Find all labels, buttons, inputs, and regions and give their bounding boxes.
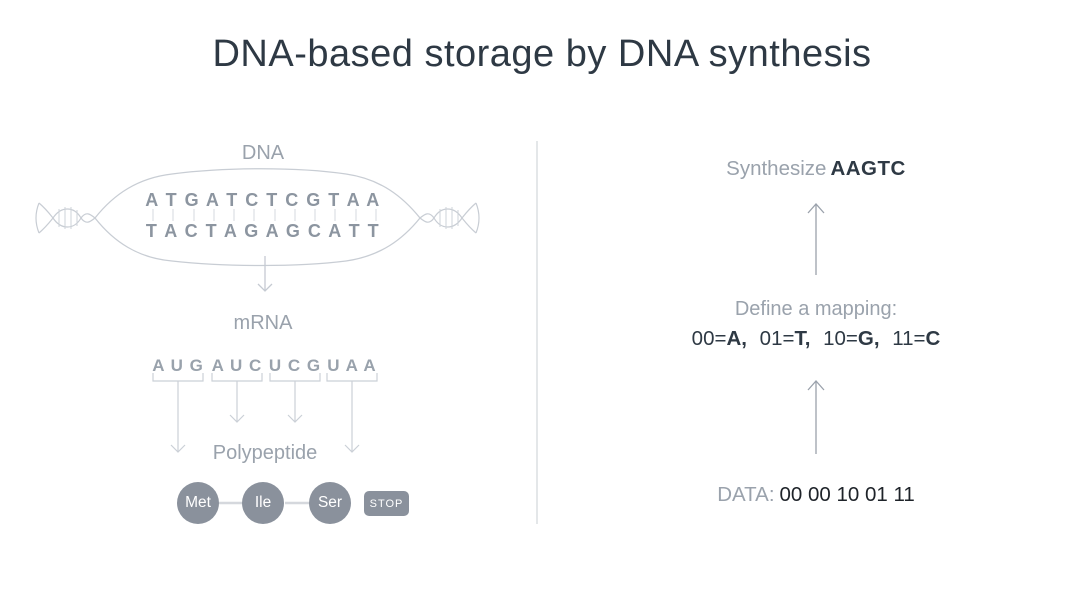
codon-aug: A U G [152, 356, 204, 375]
mrna-label: mRNA [233, 312, 293, 334]
dna-helix-right-icon [419, 202, 480, 234]
encode-arrow [807, 380, 825, 454]
mapping-title: Define a mapping: [734, 298, 898, 320]
stop-codon-badge: STOP [364, 491, 409, 516]
dna-strand-bottom: T A C T A G A G C A T T [145, 221, 381, 241]
codon-ucg: U C G [268, 356, 322, 375]
mapping-pair: 01=T, [759, 327, 811, 350]
residue-ser: Ser [309, 482, 351, 524]
dna-label: DNA [241, 142, 285, 164]
data-line: DATA:00 00 10 01 11 [717, 483, 915, 507]
dna-to-mrna-arrow [257, 256, 273, 292]
dna-strand-top: A T G A T C T C G T A A [145, 190, 381, 210]
mapping-pair: 00=A, [691, 327, 747, 350]
polypeptide-label: Polypeptide [212, 442, 318, 464]
residue-met: Met [177, 482, 219, 524]
dna-helix-left-icon [35, 202, 96, 234]
mapping-line: 00=A, 01=T, 10=G, 11=C [692, 327, 941, 351]
codon-auc: A U C [211, 356, 263, 375]
mapping-pair: 10=G, [823, 327, 880, 350]
data-bits: 00 00 10 01 11 [779, 483, 915, 506]
codon-arrows [170, 381, 360, 453]
mapping-pair: 11=C [892, 327, 941, 350]
codon-uaa: U A A [327, 356, 377, 375]
base-pair-ticks [152, 209, 377, 221]
synthesize-label: Synthesize [726, 157, 827, 180]
page-title: DNA-based storage by DNA synthesis [212, 33, 872, 75]
residue-ile: Ile [242, 482, 284, 524]
synthesize-sequence: AAGTC [830, 157, 906, 180]
synthesize-arrow [807, 203, 825, 275]
replication-bubble [94, 168, 421, 267]
data-label: DATA: [717, 483, 775, 506]
